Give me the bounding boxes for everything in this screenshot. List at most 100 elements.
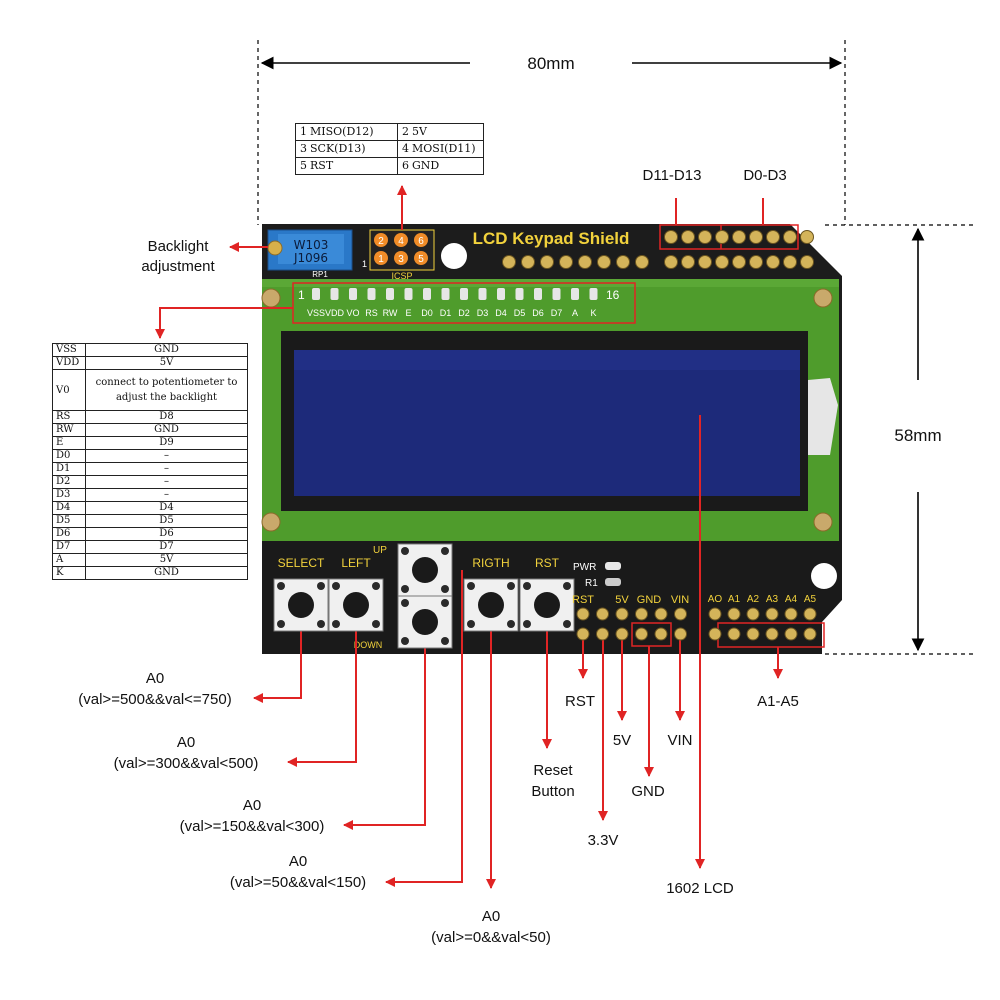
lcd-pin-pad — [404, 288, 413, 300]
pin-name-cell: K — [52, 566, 86, 580]
table-row: D2– — [52, 475, 248, 489]
analog-pin-label: A2 — [747, 594, 760, 605]
mounting-hole — [813, 512, 833, 532]
lcd-pin-pad — [386, 288, 394, 300]
header-pin — [635, 627, 648, 641]
header-pin — [803, 627, 817, 641]
button-cap — [412, 609, 438, 635]
pin-connection-cell: D8 — [85, 410, 248, 424]
right-range: (val>=0&&val<50) — [431, 929, 551, 946]
button-corner — [372, 582, 380, 590]
button-corner — [441, 637, 449, 645]
lcd-pin-label: A — [572, 308, 578, 318]
pin-connection-cell: D5 — [85, 514, 248, 528]
pin-connection-cell: GND — [85, 566, 248, 580]
button-corner — [401, 599, 409, 607]
table-row: D0– — [52, 449, 248, 463]
lcd-pin-label: VO — [346, 308, 359, 318]
tactile-switches — [273, 543, 575, 649]
header-pin — [615, 607, 629, 621]
header-pin — [502, 255, 516, 269]
button-cap — [534, 592, 560, 618]
header-pin — [597, 255, 611, 269]
lcd-pin-pad — [552, 288, 561, 300]
pin-name-cell: D5 — [52, 514, 86, 528]
pin-name-cell: D2 — [52, 475, 86, 489]
analog-pin-label: A3 — [766, 594, 779, 605]
pin-connection-cell: – — [85, 488, 248, 502]
down-range-pin: A0 — [243, 797, 261, 814]
button-corner — [401, 637, 409, 645]
width-label: 80mm — [527, 54, 574, 73]
icsp-pin — [394, 233, 408, 247]
icsp-pin-number: 5 — [418, 254, 424, 265]
pin-connection-cell: – — [85, 475, 248, 489]
lcd-pin-label: D4 — [495, 308, 507, 318]
d11-d13-callout: D11-D13 — [643, 167, 702, 184]
keypad-buttons: SELECT LEFT UP DOWN RIGTH RST — [278, 545, 560, 650]
header-pin — [674, 627, 687, 641]
lcd-pin-pad — [571, 288, 579, 300]
1602-lcd-callout: 1602 LCD — [666, 880, 734, 897]
lcd-pin-pad — [534, 288, 542, 300]
header-pin — [715, 230, 729, 244]
button-cap — [412, 557, 438, 583]
pin-connection-cell: GND — [85, 423, 248, 437]
button-corner — [332, 582, 340, 590]
lcd-pin-strip: 1 16 — [292, 282, 636, 324]
button-corner — [441, 599, 449, 607]
digital-header-pins — [502, 230, 814, 269]
header-pin — [635, 607, 648, 621]
svg-text:RP1: RP1 — [312, 270, 328, 279]
header-pin — [727, 627, 741, 641]
mounting-hole — [811, 563, 837, 589]
pin-connection-cell: D7 — [85, 540, 248, 554]
icsp-pin-number: 2 — [378, 236, 384, 247]
height-label: 58mm — [894, 426, 941, 445]
lcd-pin-label: D1 — [440, 308, 452, 318]
reset-button-callout-line1: Reset — [533, 762, 573, 779]
header-pin — [540, 255, 554, 269]
analog-pin-label: A4 — [785, 594, 798, 605]
lcd-pin-pad — [589, 288, 598, 300]
pin-name-cell: RW — [52, 423, 86, 437]
header-pin — [766, 230, 780, 244]
pin-connection-cell: 5V — [85, 356, 248, 370]
gnd-callout: GND — [631, 783, 665, 800]
svg-text:R1: R1 — [585, 578, 598, 589]
header-pin — [654, 627, 668, 641]
header-pin — [664, 230, 678, 244]
callout-lines — [155, 185, 783, 889]
a1-a5-callout: A1-A5 — [757, 693, 799, 710]
svg-text:J1096: J1096 — [293, 251, 328, 265]
power-pin-label: 5V — [615, 594, 629, 606]
lcd-pin-pad — [478, 288, 487, 300]
pin-connection-cell: D4 — [85, 501, 248, 515]
lcd-pin-label: VDD — [325, 308, 345, 318]
header-pin — [766, 255, 780, 269]
lcd-pin-label: D0 — [421, 308, 433, 318]
header-pin — [727, 607, 741, 621]
pin-name-cell: E — [52, 436, 86, 450]
pin-connection-cell: D6 — [85, 527, 248, 541]
lcd-pin-pad — [515, 288, 524, 300]
button-corner — [523, 582, 531, 590]
header-pin — [698, 255, 712, 269]
pin-connection-cell: – — [85, 449, 248, 463]
left-range-pin: A0 — [177, 734, 195, 751]
analog-pin-label: A5 — [804, 594, 817, 605]
rst-callout: RST — [565, 693, 595, 710]
button-corner — [332, 620, 340, 628]
pin-name-cell: RS — [52, 410, 86, 424]
3v3-callout: 3.3V — [588, 832, 619, 849]
header-pin — [708, 627, 722, 641]
backlight-potentiometer: W103 J1096 RP1 — [267, 229, 353, 279]
button-corner — [372, 620, 380, 628]
header-pin — [749, 230, 763, 244]
